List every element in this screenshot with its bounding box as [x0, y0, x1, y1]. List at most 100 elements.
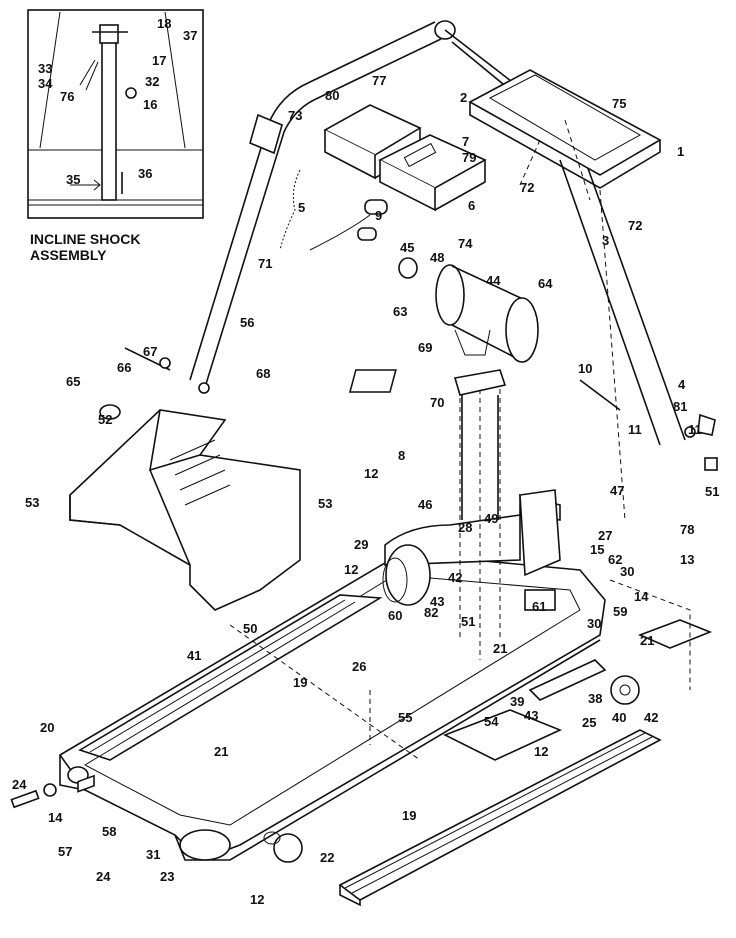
- pulley: [435, 264, 465, 326]
- callout-62: 62: [608, 552, 622, 567]
- callout-78: 78: [680, 522, 694, 537]
- callout-68: 68: [256, 366, 270, 381]
- callout-58: 58: [102, 824, 116, 839]
- callout-31: 31: [146, 847, 160, 862]
- callout-42: 42: [448, 570, 462, 585]
- callout-72: 72: [628, 218, 642, 233]
- callout-71: 71: [258, 256, 272, 271]
- callout-11: 11: [628, 422, 642, 437]
- callout-14: 14: [48, 810, 63, 825]
- callout-12: 12: [344, 562, 358, 577]
- callout-53: 53: [318, 496, 332, 511]
- callout-53: 53: [25, 495, 39, 510]
- block-58: [77, 774, 95, 793]
- bolt-24: [10, 789, 40, 809]
- callout-51: 51: [461, 614, 475, 629]
- callout-29: 29: [354, 537, 368, 552]
- callout-23: 23: [160, 869, 174, 884]
- callout-79: 79: [462, 150, 476, 165]
- callout-81: 81: [673, 399, 687, 414]
- side-rail-right: [338, 729, 662, 907]
- handlebar-frame: [189, 20, 686, 446]
- callout-77: 77: [372, 73, 386, 88]
- console-modules: [323, 104, 487, 212]
- console-mount-plate: [468, 69, 662, 189]
- incline-shock-inset: [27, 9, 204, 219]
- callout-59: 59: [613, 604, 627, 619]
- inset-title-line1: INCLINE SHOCK: [30, 231, 140, 247]
- callout-15: 15: [590, 542, 604, 557]
- callout-1: 1: [677, 144, 684, 159]
- callout-21: 21: [640, 633, 654, 648]
- flywheel-assembly: [348, 257, 539, 393]
- foot-22: [263, 831, 303, 863]
- assembly-guide-lines: [229, 119, 691, 761]
- callout-4: 4: [678, 377, 686, 392]
- callout-66: 66: [117, 360, 131, 375]
- callout-10: 10: [578, 361, 592, 376]
- callout-63: 63: [393, 304, 407, 319]
- callout-44: 44: [486, 273, 501, 288]
- callout-50: 50: [243, 621, 257, 636]
- callout-74: 74: [458, 236, 473, 251]
- plate-59: [637, 619, 713, 649]
- inset-callout-37: 37: [183, 28, 197, 43]
- inset-callout-76: 76: [60, 89, 74, 104]
- callout-57: 57: [58, 844, 72, 859]
- inset-callout-34: 34: [38, 76, 53, 91]
- callout-7: 7: [462, 134, 469, 149]
- callout-24: 24: [12, 777, 27, 792]
- callout-12: 12: [250, 892, 264, 907]
- callout-43: 43: [430, 594, 444, 609]
- callout-48: 48: [430, 250, 444, 265]
- callout-20: 20: [40, 720, 54, 735]
- callout-72: 72: [520, 180, 534, 195]
- callout-54: 54: [484, 714, 499, 729]
- callout-52: 52: [98, 412, 112, 427]
- side-rail-left: [78, 594, 383, 761]
- console-cord: [279, 169, 388, 251]
- inset-callout-33: 33: [38, 61, 52, 76]
- inset-callout-16: 16: [143, 97, 157, 112]
- callout-47: 47: [610, 483, 624, 498]
- callout-28: 28: [458, 520, 472, 535]
- callout-49: 49: [484, 511, 498, 526]
- inset-callout-35: 35: [66, 172, 80, 187]
- callout-6: 6: [468, 198, 475, 213]
- callout-56: 56: [240, 315, 254, 330]
- callout-13: 13: [680, 552, 694, 567]
- bracket: [528, 659, 607, 701]
- shock-body: [101, 39, 117, 201]
- callout-42: 42: [644, 710, 658, 725]
- inset-callout-32: 32: [145, 74, 159, 89]
- callout-40: 40: [612, 710, 626, 725]
- callout-14: 14: [634, 589, 649, 604]
- callout-46: 46: [418, 497, 432, 512]
- callout-61: 61: [532, 599, 546, 614]
- callout-51: 51: [705, 484, 719, 499]
- callout-69: 69: [418, 340, 432, 355]
- inset-frame: [27, 9, 204, 219]
- wheel-38: [610, 675, 640, 705]
- callout-60: 60: [388, 608, 402, 623]
- inset-title-line2: ASSEMBLY: [30, 247, 107, 263]
- inset-callout-17: 17: [152, 53, 166, 68]
- shock-nut: [125, 87, 137, 99]
- callout-45: 45: [400, 240, 414, 255]
- callout-21: 21: [493, 641, 507, 656]
- callout-82: 82: [424, 605, 438, 620]
- callout-30: 30: [620, 564, 634, 579]
- inset-callout-36: 36: [138, 166, 152, 181]
- callout-12: 12: [364, 466, 378, 481]
- inset-callout-18: 18: [157, 16, 171, 31]
- callout-27: 27: [598, 528, 612, 543]
- callout-70: 70: [430, 395, 444, 410]
- callout-75: 75: [612, 96, 626, 111]
- cap-65: [99, 404, 121, 420]
- callout-19: 19: [293, 675, 307, 690]
- callout-12: 12: [534, 744, 548, 759]
- callout-41: 41: [187, 648, 201, 663]
- callout-5: 5: [298, 200, 305, 215]
- callout-25: 25: [582, 715, 596, 730]
